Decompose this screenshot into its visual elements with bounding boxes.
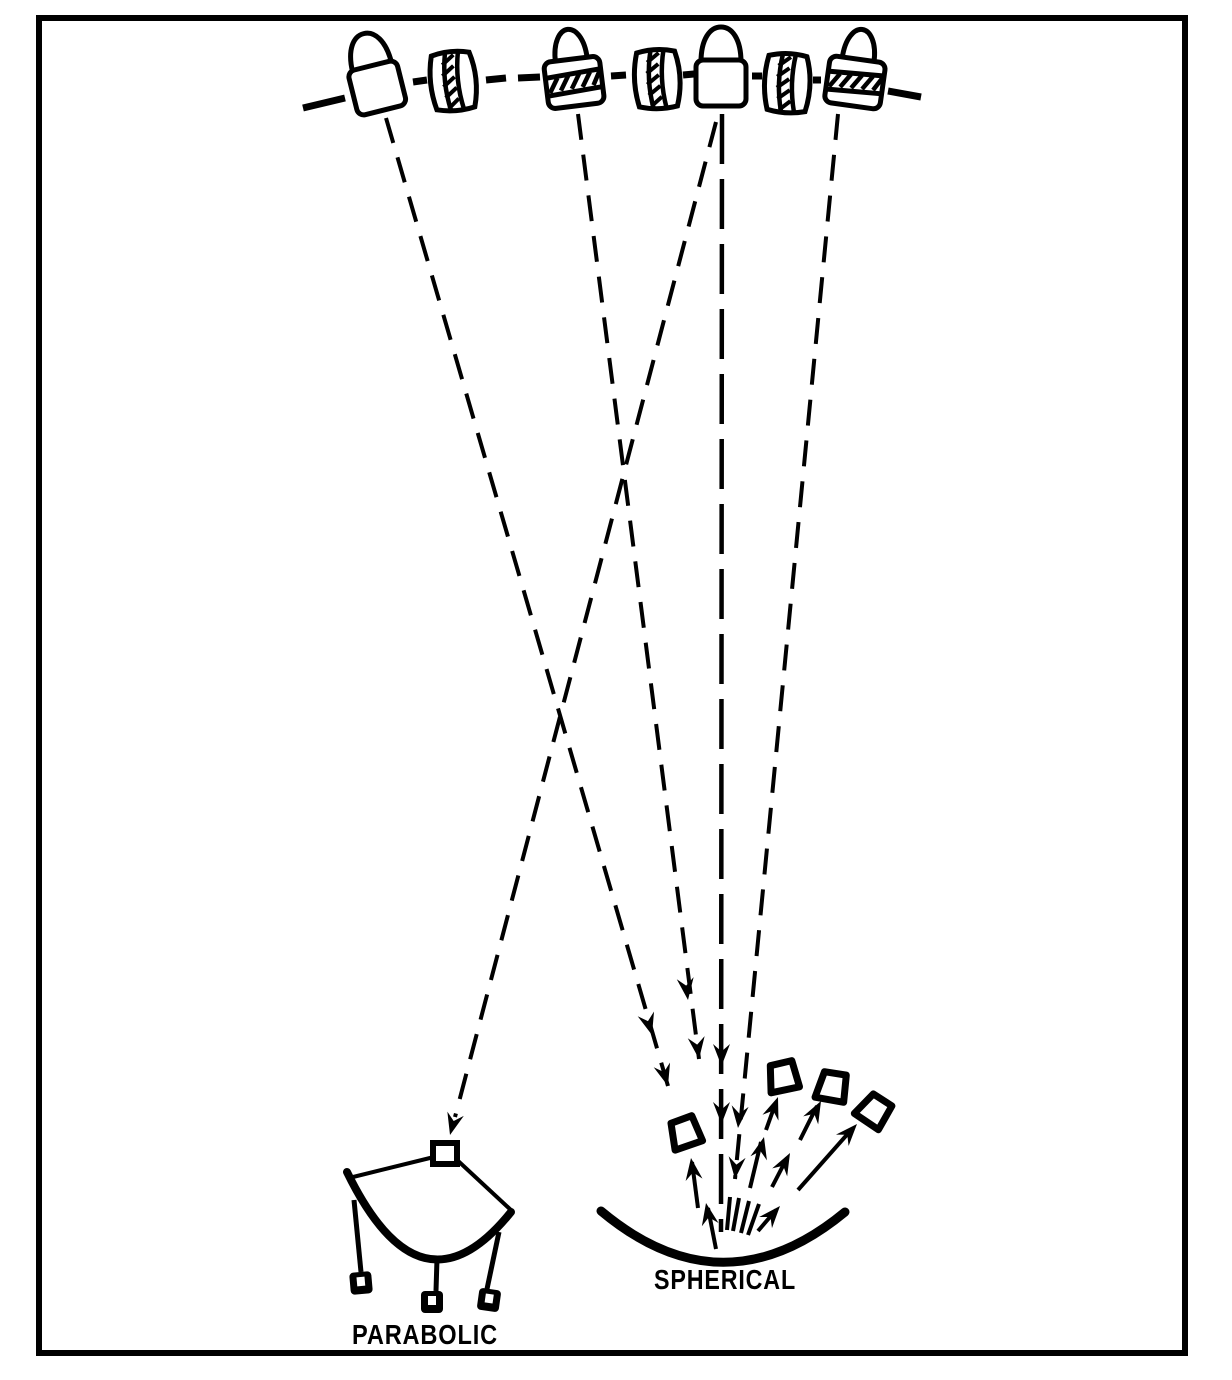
parabolic-strut-right: [454, 1157, 514, 1213]
satellite-nose-cone-1: [339, 28, 407, 117]
spherical-feed-horn-2: [767, 1060, 800, 1093]
beam-sat1-to-spherical: [384, 117, 670, 1087]
satellite-row: [339, 26, 890, 117]
figure-border: [36, 15, 1188, 1356]
beam-sat3-to-spherical: [576, 113, 701, 1060]
parabolic-label: PARABOLIC: [352, 1319, 498, 1350]
spherical-dish: [596, 1206, 850, 1267]
spherical-feed-horn-4: [854, 1091, 895, 1132]
beam-sat7-to-spherical: [733, 113, 840, 1180]
orbit-dashed-path: [302, 70, 922, 112]
satellite-band-2: [633, 48, 682, 110]
beam-group: [384, 113, 840, 1233]
beam-sat5-to-parabolic: [453, 121, 718, 1118]
spherical-feed-horn-3: [815, 1069, 850, 1104]
satellite-nose-cone-banded-2: [540, 26, 605, 109]
parabolic-dish: [343, 1168, 515, 1264]
satellite-nose-cone-3: [696, 27, 746, 106]
satellite-nose-cone-banded-4: [824, 26, 890, 110]
parabolic-foot-3: [476, 1287, 502, 1313]
satellite-band-1: [428, 49, 479, 113]
spherical-label: SPHERICAL: [654, 1264, 796, 1295]
parabolic-legs: [351, 1199, 502, 1292]
satellite-band-3: [763, 53, 811, 114]
spherical-antenna: SPHERICAL: [596, 1060, 895, 1295]
spherical-feed-horn-1: [668, 1115, 704, 1151]
parabolic-foot-2: [421, 1291, 443, 1313]
parabolic-foot-1: [349, 1271, 373, 1295]
parabolic-strut-left: [348, 1155, 435, 1180]
parabolic-antenna: PARABOLIC: [343, 1140, 515, 1350]
beam-sat5-to-spherical: [718, 113, 725, 1233]
parabolic-feed: [430, 1140, 460, 1167]
